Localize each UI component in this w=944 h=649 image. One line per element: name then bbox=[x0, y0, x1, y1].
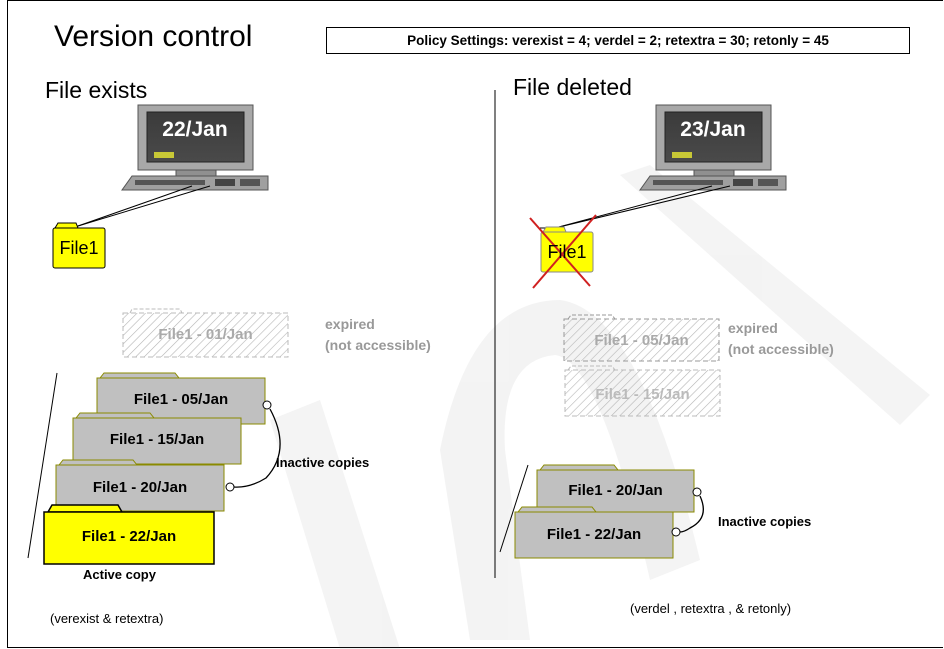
active-folder-left bbox=[43, 504, 215, 565]
inactive-caption-right: Inactive copies bbox=[718, 514, 812, 529]
computer-date-left: 22/Jan bbox=[162, 118, 228, 141]
inactive-copy-label: File1 - 15/Jan bbox=[109, 431, 205, 448]
file1-folder-right bbox=[540, 226, 594, 273]
inactive-copy-label: File1 - 05/Jan bbox=[133, 391, 229, 408]
policy-settings: Policy Settings: verexist = 4; verdel = … bbox=[326, 27, 910, 54]
active-copy-label: File1 - 22/Jan bbox=[81, 528, 177, 545]
file1-folder-left bbox=[52, 222, 106, 269]
inactive-copy-label: File1 - 20/Jan bbox=[568, 482, 663, 499]
computer-icon-right bbox=[639, 104, 787, 191]
file1-label-right: File1 bbox=[547, 242, 587, 262]
active-caption: Active copy bbox=[83, 567, 156, 582]
deleted-cross-icon bbox=[529, 214, 597, 289]
slide-frame bbox=[7, 0, 943, 648]
inactive-caption-left: Inactive copies bbox=[276, 455, 370, 470]
footer-left: (verexist & retextra) bbox=[50, 611, 164, 626]
footer-right: (verdel , retextra , & retonly) bbox=[630, 601, 792, 616]
expired-file-label: File1 - 01/Jan bbox=[158, 326, 253, 343]
expired-note-right: expired (not accessible) bbox=[728, 320, 834, 357]
page-title: Version control bbox=[54, 20, 253, 53]
expired-folder-left bbox=[122, 308, 289, 358]
inactive-stack-right bbox=[514, 464, 695, 559]
file1-label-left: File1 bbox=[59, 238, 99, 258]
expired-file-label: File1 - 05/Jan bbox=[594, 332, 689, 349]
computer-icon-left bbox=[121, 104, 269, 191]
heading-file-deleted: File deleted bbox=[513, 74, 632, 100]
inactive-stack-left bbox=[55, 372, 266, 512]
expired-stack-right bbox=[563, 314, 721, 417]
heading-file-exists: File exists bbox=[45, 77, 148, 103]
expired-note-left: expired (not accessible) bbox=[325, 316, 431, 353]
computer-date-right: 23/Jan bbox=[680, 118, 746, 141]
expired-file-label: File1 - 15/Jan bbox=[595, 386, 690, 403]
inactive-copy-label: File1 - 22/Jan bbox=[546, 526, 642, 543]
inactive-copy-label: File1 - 20/Jan bbox=[92, 479, 188, 496]
